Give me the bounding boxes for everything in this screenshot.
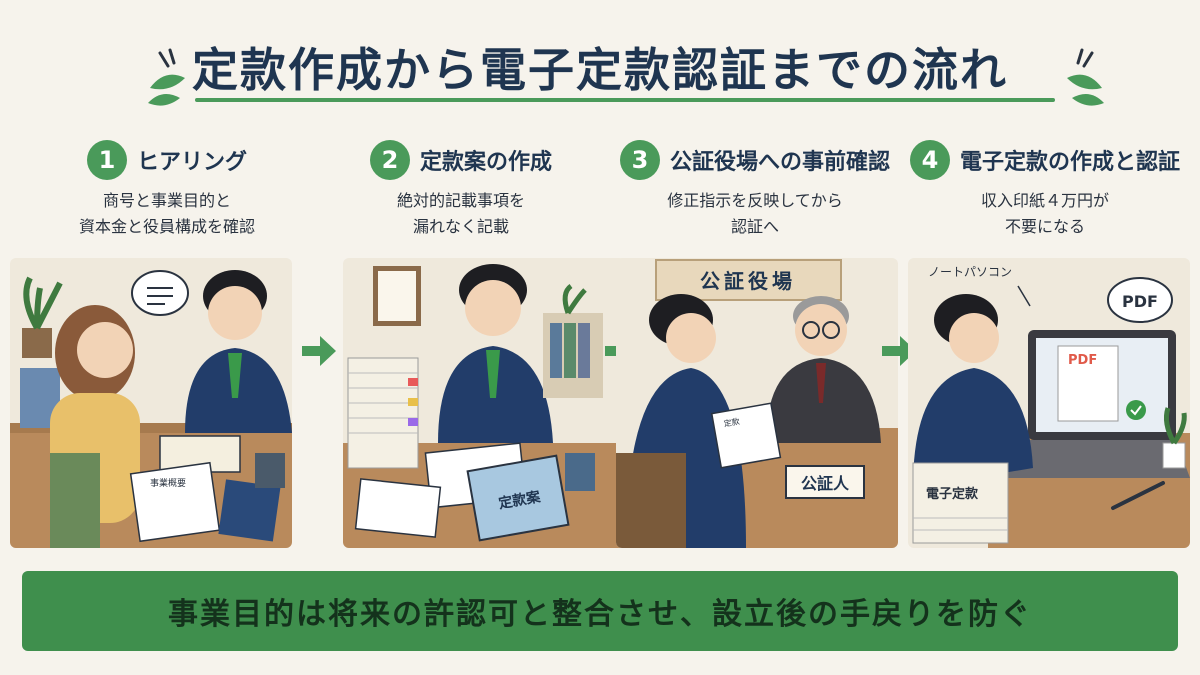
desc-line: 絶対的記載事項を <box>396 191 525 210</box>
drafting-person <box>438 264 553 443</box>
screen-label: PDF <box>1068 353 1097 368</box>
bubble-label: PDF <box>1122 292 1158 311</box>
step-title: 電子定款の作成と認証 <box>959 150 1180 175</box>
title-underline <box>195 98 1055 102</box>
typing-person <box>913 294 1033 488</box>
arrow-right-icon <box>882 336 916 366</box>
step-description: 商号と事業目的と 資本金と役員構成を確認 <box>22 188 312 240</box>
step-title: 定款案の作成 <box>419 150 552 175</box>
banner-text: 事業目的は将来の許認可と整合させ、設立後の手戻りを防ぐ <box>168 597 1032 632</box>
step-3: 3 公証役場への事前確認 修正指示を反映してから 認証へ <box>610 140 900 240</box>
plant-icon <box>1162 407 1187 469</box>
desc-line: 収入印紙４万円が <box>980 191 1109 210</box>
step-description: 修正指示を反映してから 認証へ <box>610 188 900 240</box>
certificate-frame <box>373 266 421 326</box>
paper-doc: 定款 <box>710 402 782 469</box>
step-title: ヒアリング <box>136 150 247 175</box>
illustration-hearing: 事業概要 <box>10 258 292 548</box>
title-area: 定款作成から電子定款認証までの流れ <box>0 20 1200 110</box>
nameplate: 公証人 <box>785 465 865 499</box>
desc-line: 不要になる <box>1004 217 1085 236</box>
sign-label: 公証役場 <box>700 269 796 293</box>
document-stack: 電子定款 <box>912 462 1009 544</box>
desc-line: 修正指示を反映してから <box>667 191 843 210</box>
plant-icon <box>22 276 63 358</box>
desc-line: 認証へ <box>730 217 779 236</box>
step-title: 公証役場への事前確認 <box>669 150 890 175</box>
stack-label: 電子定款 <box>926 486 979 502</box>
laptop-icon: PDF <box>998 330 1190 478</box>
nameplate-label: 公証人 <box>801 474 850 493</box>
step-description: 絶対的記載事項を 漏れなく記載 <box>316 188 606 240</box>
step-4: 4 電子定款の作成と認証 収入印紙４万円が 不要になる <box>900 140 1190 240</box>
shelf <box>543 283 603 398</box>
leaf-left-icon <box>148 48 185 106</box>
laptop-note: ノートパソコン <box>928 265 1012 279</box>
illustration-electronic: ノートパソコン PDF PDF 電子定款 <box>908 258 1190 548</box>
step-number: 1 <box>86 140 127 180</box>
desc-line: 資本金と役員構成を確認 <box>78 217 255 236</box>
step-number: 2 <box>369 140 410 180</box>
illustration-drafting: 定款案 <box>343 258 625 548</box>
notary-person <box>766 296 881 443</box>
leaf-right-icon <box>1067 48 1104 106</box>
notary-office-sign: 公証役場 <box>655 259 842 301</box>
document-stack <box>347 357 419 469</box>
step-number: 4 <box>909 140 950 180</box>
step-1: 1 ヒアリング 商号と事業目的と 資本金と役員構成を確認 <box>22 140 312 240</box>
step-number: 3 <box>619 140 660 180</box>
paper-doc: 事業概要 <box>129 461 221 543</box>
binder: 定款案 <box>466 454 570 542</box>
illustration-notary: 公証役場 定款 公証人 <box>616 258 898 548</box>
paper-label: 事業概要 <box>150 477 186 489</box>
speech-bubble-icon <box>131 270 189 316</box>
client-person <box>50 305 140 548</box>
step-description: 収入印紙４万円が 不要になる <box>900 188 1190 240</box>
pdf-bubble-icon: PDF <box>1107 277 1173 323</box>
paper-label: 定款 <box>723 416 740 429</box>
desc-line: 商号と事業目的と <box>102 191 231 210</box>
page-title: 定款作成から電子定款認証までの流れ <box>192 43 1008 97</box>
key-point-banner: 事業目的は将来の許認可と整合させ、設立後の手戻りを防ぐ <box>22 571 1178 651</box>
arrow-right-icon <box>302 336 336 366</box>
step-2: 2 定款案の作成 絶対的記載事項を 漏れなく記載 <box>316 140 606 240</box>
staff-person <box>185 270 292 433</box>
desc-line: 漏れなく記載 <box>412 217 509 236</box>
